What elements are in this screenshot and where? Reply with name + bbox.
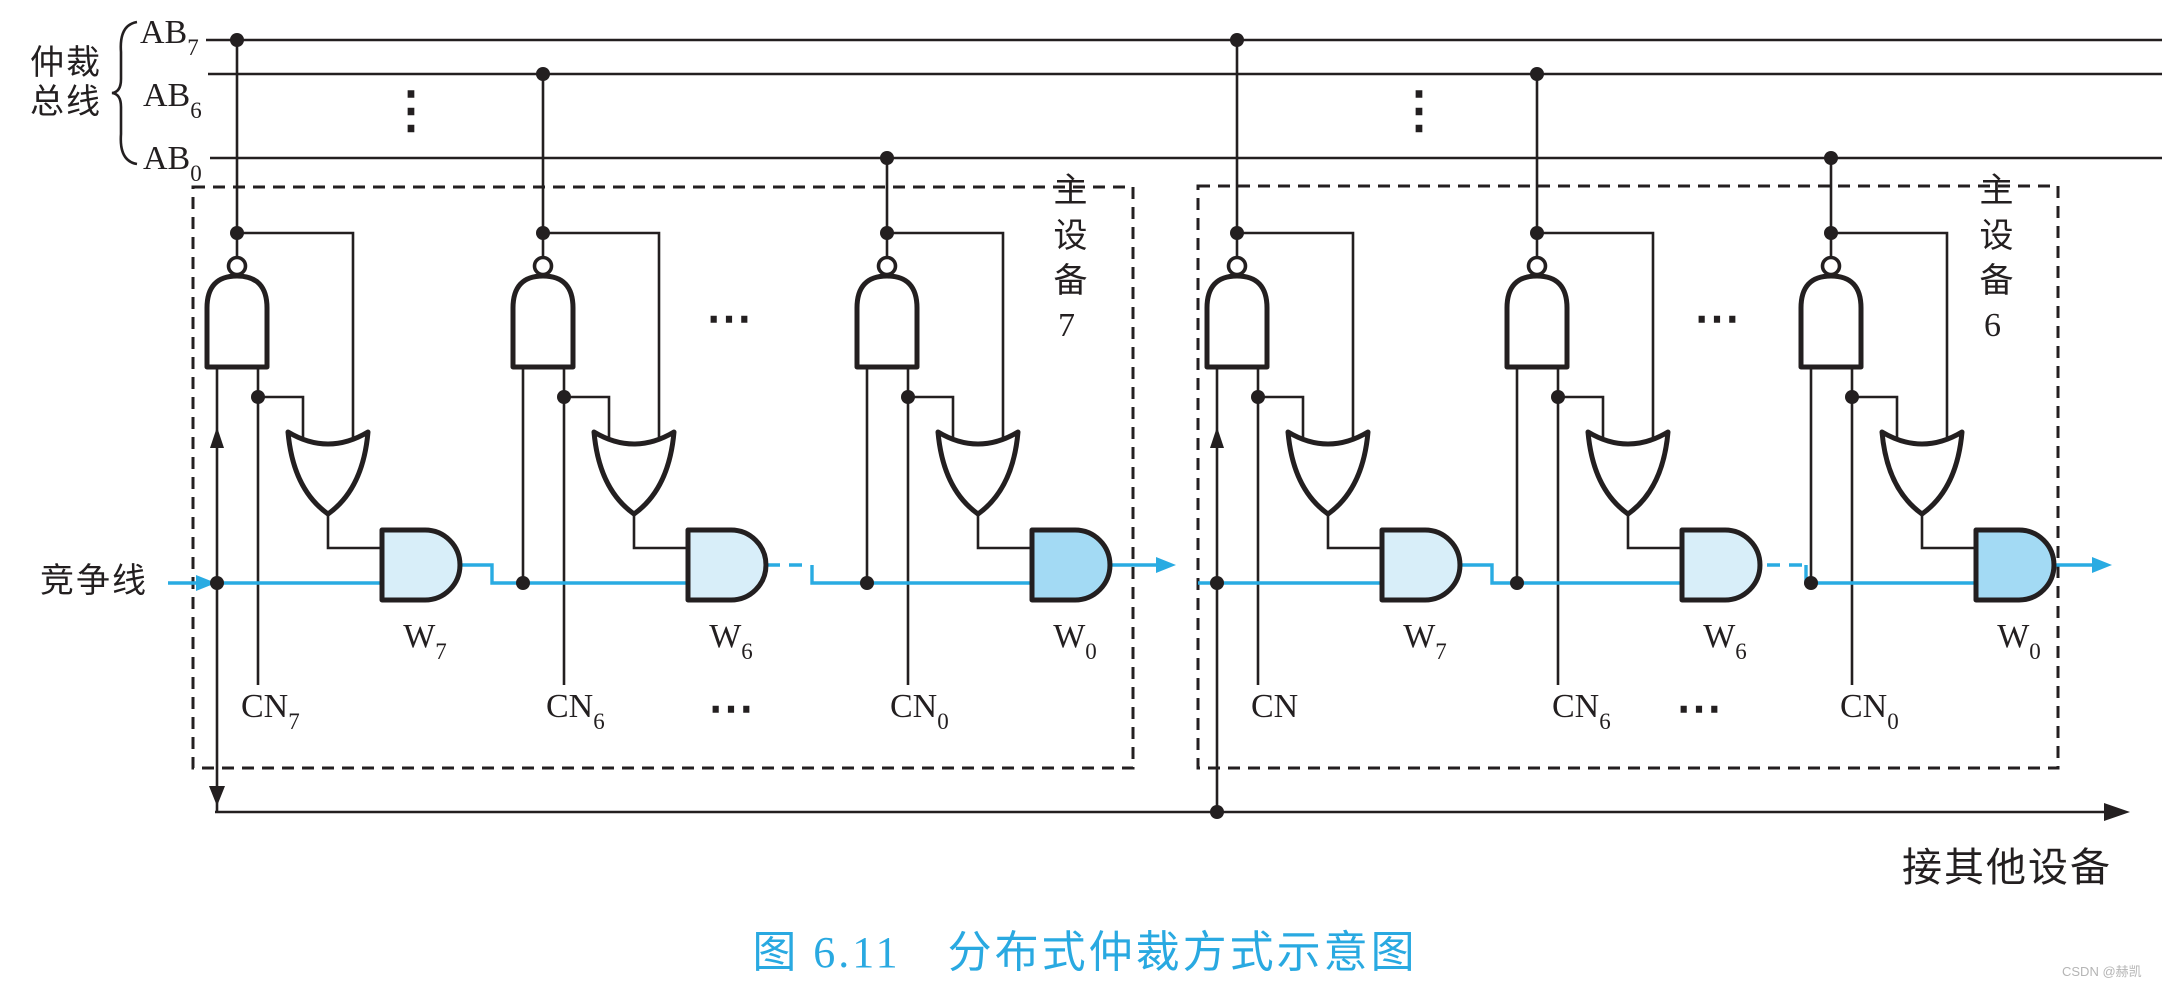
bus-lines <box>206 38 2162 160</box>
and-gate-w7-d6 <box>1379 527 1463 603</box>
cn-label-6-d6: CN6 <box>1552 688 1611 734</box>
and-gate-w7-d7 <box>379 527 463 603</box>
bus-label-ab0: AB0 <box>143 140 202 186</box>
and-gate-w6-d6 <box>1679 527 1763 603</box>
gate-label-w6-d6: W6 <box>1703 618 1747 664</box>
device-6-label: 主设备6 <box>1974 172 2011 355</box>
cn-label-0-d6: CN0 <box>1840 688 1899 734</box>
cn-label-cn-d6: CN <box>1251 688 1299 725</box>
bottom-distribution-line <box>209 427 2130 821</box>
gate-label-w7-d7: W7 <box>403 618 447 664</box>
stage-d6-w6 <box>1507 226 1687 685</box>
bus-label-ab6: AB6 <box>143 77 202 123</box>
stage-ellipsis-top-d6: ⋯ <box>1694 293 1740 344</box>
stage-ellipsis-top-d7: ⋯ <box>706 293 752 344</box>
device-box-6 <box>1196 184 2060 770</box>
cn-label-0-d7: CN0 <box>890 688 949 734</box>
stage-d7-w0 <box>857 226 1037 685</box>
bus-group-label-line1: 仲裁 <box>30 45 102 82</box>
and-gates <box>379 527 2057 603</box>
bus-drops <box>230 33 1838 257</box>
bus-brace <box>111 20 138 166</box>
bus-ellipsis-d6: ⋮ <box>1394 82 1444 138</box>
stage-ellipsis-bottom-d7: ⋯ <box>708 683 754 734</box>
cn-label-6-d7: CN6 <box>546 688 605 734</box>
to-other-devices-label: 接其他设备 <box>1902 845 2112 890</box>
stage-d7-w7 <box>207 226 387 685</box>
and-gate-w0-d7 <box>1029 527 1113 603</box>
junction-dots <box>210 576 1818 590</box>
stage-ellipsis-bottom-d6: ⋯ <box>1676 683 1722 734</box>
gate-label-w7-d6: W7 <box>1403 618 1447 664</box>
device-box-7 <box>191 185 1135 770</box>
cn-label-7-d7: CN7 <box>241 688 300 734</box>
and-gate-w0-d6 <box>1973 527 2057 603</box>
gate-label-w6-d7: W6 <box>709 618 753 664</box>
gate-label-w0-d6: W0 <box>1997 618 2041 664</box>
stage-d6-w0 <box>1801 226 1981 685</box>
and-gate-w6-d7 <box>685 527 769 603</box>
stage-d7-w6 <box>513 226 693 685</box>
bus-group-label-line2: 总线 <box>30 84 102 121</box>
competition-wire <box>168 557 2112 591</box>
competition-line-label: 竞争线 <box>40 563 148 600</box>
stage-d6-w7 <box>1207 226 1387 685</box>
device-7-label: 主设备7 <box>1048 172 1085 355</box>
bus-ellipsis-d7: ⋮ <box>386 82 436 138</box>
bus-label-ab7: AB7 <box>140 14 199 60</box>
watermark: CSDN @赫凯 <box>2062 964 2142 979</box>
gate-label-w0-d7: W0 <box>1053 618 1097 664</box>
figure-caption: 图 6.11 分布式仲裁方式示意图 <box>752 928 1418 977</box>
